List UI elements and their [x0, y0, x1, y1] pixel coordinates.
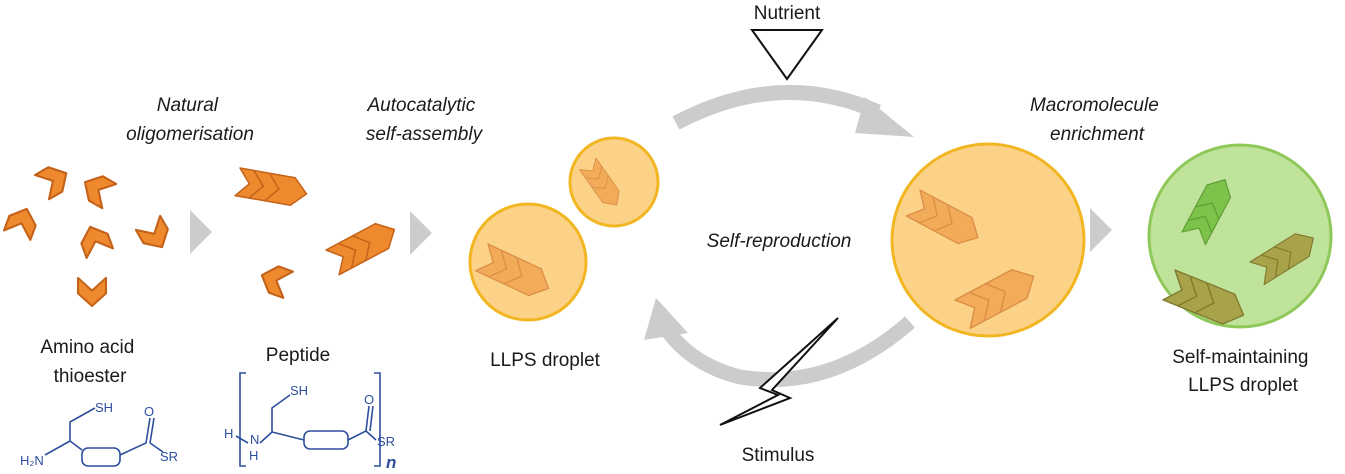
- step-arrow-2: [410, 211, 432, 255]
- droplet-grown: [890, 142, 1086, 338]
- svg-text:SH: SH: [95, 400, 113, 415]
- stimulus-lightning-icon: [719, 317, 839, 426]
- svg-text:SR: SR: [160, 449, 178, 464]
- peptide-structure: [235, 372, 381, 467]
- self-reproduction-label: Self-reproduction: [707, 231, 852, 252]
- step-arrow-1: [190, 210, 212, 254]
- peptide-group: [234, 167, 402, 299]
- monomer-chevron: [76, 276, 108, 308]
- step-arrow-3: [1090, 208, 1112, 252]
- svg-text:N: N: [250, 432, 259, 447]
- svg-text:O: O: [144, 404, 154, 419]
- cycle-arrow-bottom: [660, 316, 915, 388]
- peptide-chain: [325, 216, 402, 276]
- reproduction-cycle: [660, 84, 915, 388]
- svg-text:H: H: [249, 448, 258, 463]
- monomer-chevron: [3, 203, 41, 241]
- peptide-chem-labels: SH H N H O SR n: [224, 383, 396, 472]
- nutrient-label: Nutrient: [754, 3, 821, 24]
- nutrient-icon: [750, 29, 824, 81]
- monomer-chevron: [33, 159, 75, 201]
- self-maintaining-label: Self-maintaining LLPS droplet: [1172, 347, 1314, 396]
- monomer-group: [3, 159, 176, 308]
- stimulus-label: Stimulus: [742, 445, 815, 466]
- monomer-chevron: [256, 261, 294, 299]
- peptide-chain: [234, 167, 310, 209]
- cycle-arrowheads: [644, 97, 914, 340]
- svg-text:H₂N: H₂N: [20, 453, 44, 468]
- macromolecule-enrichment-label: Macromolecule enrichment: [1030, 95, 1164, 145]
- autocatalytic-self-assembly-label: Autocatalytic self-assembly: [366, 95, 484, 145]
- thioester-labels: SH H₂N O SR: [20, 400, 178, 468]
- cycle-arrowhead-bottom: [644, 298, 688, 340]
- cycle-arrow-top: [672, 84, 882, 130]
- peptide-label: Peptide: [266, 345, 330, 366]
- llps-droplet-small-pair: [468, 136, 660, 322]
- monomer-chevron: [76, 168, 118, 210]
- svg-text:SH: SH: [290, 383, 308, 398]
- step-arrows: [190, 208, 1112, 255]
- thioester-structure: [44, 407, 164, 467]
- svg-text:H: H: [224, 426, 233, 441]
- droplet-upper: [568, 136, 660, 228]
- svg-text:O: O: [364, 392, 374, 407]
- natural-oligomerisation-label: Natural oligomerisation: [126, 95, 254, 145]
- self-maintaining-droplet: [1147, 143, 1333, 331]
- llps-droplet-label: LLPS droplet: [490, 350, 601, 371]
- svg-text:SR: SR: [377, 434, 395, 449]
- llps-droplet-large: [890, 142, 1086, 338]
- cycle-arrowhead-top: [855, 97, 914, 137]
- svg-text:n: n: [386, 453, 396, 472]
- amino-acid-thioester-label: Amino acid thioester: [40, 337, 139, 387]
- monomer-chevron: [76, 221, 114, 259]
- monomer-chevron: [134, 214, 176, 256]
